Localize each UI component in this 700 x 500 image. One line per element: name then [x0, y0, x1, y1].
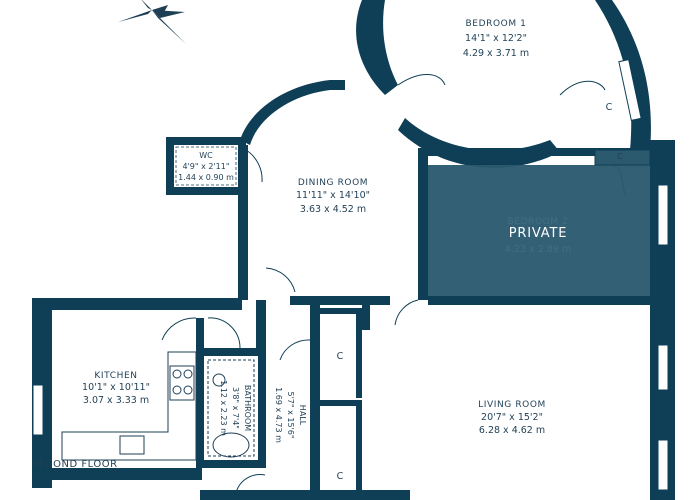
hall-imperial: 5'7" x 15'6": [286, 391, 295, 438]
door-living-bottom: [234, 474, 266, 500]
wall-cupboard2-top: [318, 400, 362, 406]
wc-fixture-box: [175, 146, 237, 186]
cupboard-label-bedroom1: C: [606, 102, 613, 113]
dining-name: DINING ROOM: [298, 178, 368, 188]
wc-imperial: 4'9" x 2'11": [182, 162, 229, 171]
wall-bottom-strip: [200, 490, 410, 500]
floor-label: SECOND FLOOR: [32, 459, 118, 470]
wall-cupboard1-right: [356, 308, 362, 398]
wall-bathroom-right: [258, 348, 266, 468]
bedroom2-metric: 4.23 x 2.89 m: [505, 244, 571, 255]
kitchen-counters: [61, 351, 197, 461]
private-label: PRIVATE: [509, 226, 567, 241]
door-bedroom1-c: [559, 80, 606, 96]
wall-hall-left: [256, 300, 266, 348]
bedroom1-imperial: 14'1" x 12'2": [465, 33, 527, 44]
windows: [32, 59, 669, 491]
wall-cupboard2-right: [356, 400, 362, 500]
bathroom-name: BATHROOM: [243, 385, 252, 431]
living-name: LIVING ROOM: [478, 400, 546, 410]
toilet: [212, 373, 226, 387]
door-hall: [265, 267, 296, 293]
bathroom-imperial: 3'8" x 7'4": [231, 387, 240, 429]
window-right-1: [657, 184, 669, 246]
private-overlay: [428, 165, 650, 296]
door-bathroom: [207, 317, 241, 349]
door-wc: [245, 149, 263, 183]
bedroom2-cupboard: [594, 149, 651, 166]
wall-bathroom-top: [204, 348, 264, 356]
wall-wc-top: [166, 137, 246, 145]
living-metric: 6.28 x 4.62 m: [479, 425, 545, 436]
bedroom1-name: BEDROOM 1: [466, 19, 527, 29]
dining-imperial: 11'11" x 14'10": [296, 190, 370, 201]
wall-bedroom1-left-curve: [356, 0, 398, 95]
wall-cupboard1-top: [318, 308, 358, 314]
window-kitchen: [32, 384, 44, 436]
wall-wc-left: [166, 137, 174, 194]
kitchen-hob: [169, 365, 195, 401]
wall-wc-bottom: [166, 187, 246, 195]
bedroom1-metric: 4.29 x 3.71 m: [463, 48, 529, 59]
compass-star-icon: [118, 0, 186, 44]
wall-dining-arch: [240, 80, 345, 145]
wall-dining-right: [418, 150, 428, 300]
cupboard-label-hall-2: C: [337, 471, 344, 482]
window-right-2: [657, 344, 669, 391]
kitchen-imperial: 10'1" x 10'11": [82, 382, 150, 393]
wall-kitchen-top: [32, 298, 242, 310]
living-imperial: 20'7" x 15'2": [481, 412, 543, 423]
wall-dining-left: [238, 145, 248, 300]
window-bedroom1: [618, 59, 642, 121]
wall-kitchen-right: [196, 318, 204, 468]
hall-name: HALL: [298, 405, 307, 426]
wall-living-left: [362, 305, 370, 330]
wc-metric: 1.44 x 0.90 m: [178, 173, 234, 182]
wall-hall-right: [310, 300, 320, 500]
kitchen-sink: [119, 435, 145, 455]
window-right-3: [657, 439, 669, 491]
kitchen-name: KITCHEN: [94, 371, 137, 381]
bathroom-metric: 1.12 x 2.23 m: [219, 380, 228, 436]
wall-bedroom2-top: [418, 148, 658, 156]
dining-metric: 3.63 x 4.52 m: [300, 204, 366, 215]
door-dining-right: [394, 299, 419, 326]
bath-tub: [212, 432, 250, 458]
door-hall-2: [279, 339, 311, 361]
wall-living-top: [428, 296, 658, 305]
cupboard-label-hall-1: C: [337, 351, 344, 362]
hall-metric: 1.69 x 4.73 m: [274, 387, 283, 443]
door-kitchen: [161, 317, 197, 341]
bathroom-fixtures: [207, 359, 255, 458]
bedroom2-name: BEDROOM 2: [508, 217, 569, 227]
wall-bathroom-bottom: [204, 460, 264, 468]
wc-name: WC: [199, 151, 213, 160]
door-bedroom1: [397, 74, 446, 86]
wall-dining-bottom: [290, 296, 390, 305]
kitchen-metric: 3.07 x 3.33 m: [83, 395, 149, 406]
cupboard-label-bedroom2: C: [617, 152, 623, 161]
wall-kitchen-bottom: [32, 468, 202, 480]
